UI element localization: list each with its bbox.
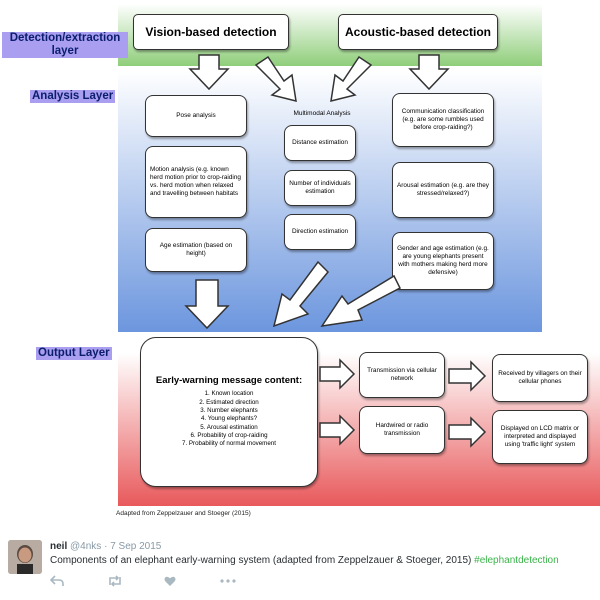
distance-estimation-box: Distance estimation	[284, 125, 356, 161]
message-item: 7. Probability of normal movement	[182, 440, 276, 448]
tweet-date[interactable]: 7 Sep 2015	[110, 541, 162, 552]
output-layer-label: Output Layer	[36, 347, 112, 360]
message-item: 3. Number elephants	[200, 406, 258, 414]
motion-analysis-box: Motion analysis (e.g. known herd motion …	[145, 146, 247, 218]
lcd-display-box: Displayed on LCD matrix or interpreted a…	[492, 410, 588, 464]
number-estimation-box: Number of individuals estimation	[284, 170, 356, 206]
like-icon[interactable]	[164, 575, 176, 587]
detection-layer-label: Detection/extraction layer	[2, 32, 128, 58]
arrow-diagonal-icon	[320, 274, 401, 327]
arrow-right-icon	[319, 414, 356, 446]
gender-age-estimation-box: Gender and age estimation (e.g. are youn…	[392, 232, 494, 290]
tweet-header: neil @4nks · 7 Sep 2015	[50, 541, 161, 552]
multimodal-analysis-title: Multimodal Analysis	[293, 110, 351, 117]
avatar[interactable]	[8, 540, 42, 574]
arrow-right-icon	[448, 416, 487, 448]
arrow-diagonal-icon	[254, 55, 297, 103]
arrow-right-icon	[448, 360, 487, 392]
acoustic-detection-box: Acoustic-based detection	[338, 14, 498, 50]
figure-caption: Adapted from Zeppelzauer and Stoeger (20…	[116, 510, 251, 517]
age-estimation-box: Age estimation (based on height)	[145, 228, 247, 272]
retweet-icon[interactable]	[107, 575, 123, 587]
reply-icon[interactable]	[50, 575, 64, 587]
tweet-text: Components of an elephant early-warning …	[50, 555, 472, 566]
early-warning-message-box: Early-warning message content: 1. Known …	[140, 337, 318, 487]
analysis-layer-label: Analysis Layer	[30, 90, 116, 103]
separator: ·	[104, 541, 108, 552]
direction-estimation-box: Direction estimation	[284, 214, 356, 250]
cellular-transmission-box: Transmission via cellular network	[359, 352, 445, 398]
arrow-diagonal-icon	[272, 260, 330, 328]
author-handle[interactable]: @4nks	[70, 541, 102, 552]
radio-transmission-box: Hardwired or radio transmission	[359, 406, 445, 454]
message-item: 1. Known location	[204, 390, 254, 398]
message-title: Early-warning message content:	[155, 375, 303, 387]
arrow-down-icon	[188, 54, 230, 91]
communication-classification-box: Communication classification (e.g. are s…	[392, 93, 494, 147]
hashtag-link[interactable]: #elephantdetection	[474, 555, 559, 566]
message-item: 6. Probability of crop-raiding	[190, 431, 268, 439]
arrow-right-icon	[319, 358, 356, 390]
villagers-phones-box: Received by villagers on their cellular …	[492, 354, 588, 402]
message-item: 2. Estimated direction	[199, 398, 259, 406]
arrow-diagonal-icon	[330, 55, 373, 103]
more-icon[interactable]	[220, 579, 236, 583]
message-item: 4. Young elephants?	[200, 415, 258, 423]
tweet-body: Components of an elephant early-warning …	[50, 555, 595, 566]
arrow-down-icon	[408, 54, 450, 91]
arrow-down-icon	[184, 279, 230, 330]
message-item: 5. Arousal estimation	[200, 423, 258, 431]
pose-analysis-box: Pose analysis	[145, 95, 247, 137]
vision-detection-box: Vision-based detection	[133, 14, 289, 50]
author-name[interactable]: neil	[50, 541, 68, 552]
arousal-estimation-box: Arousal estimation (e.g. are they stress…	[392, 162, 494, 218]
